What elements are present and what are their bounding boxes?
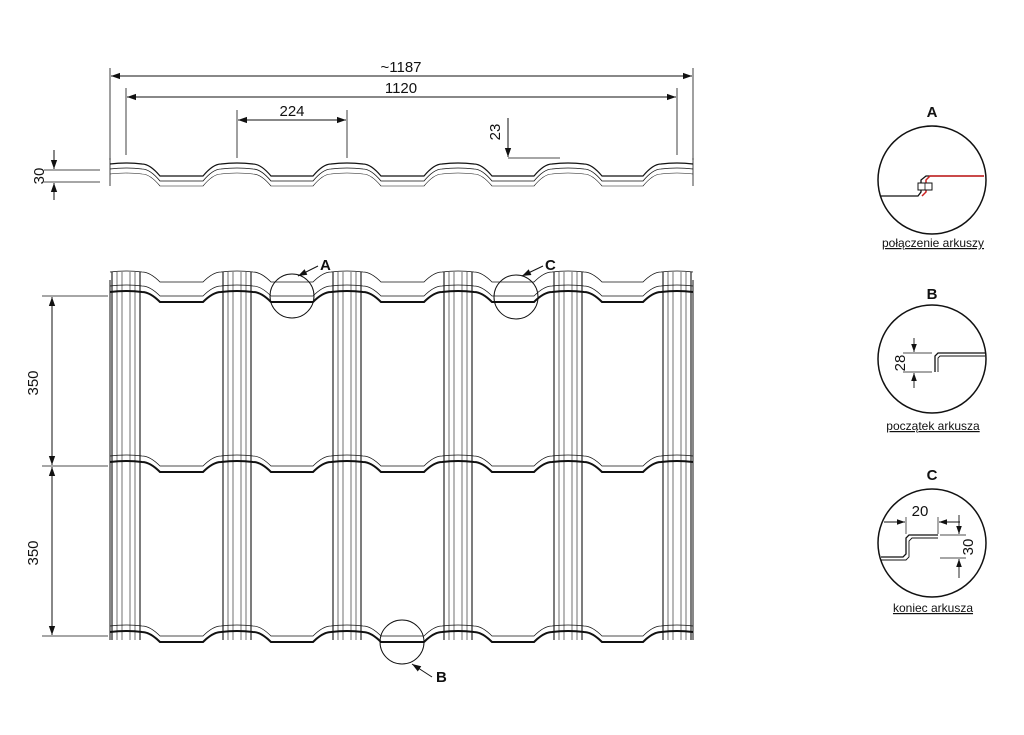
profile-view: ~1187 1120 224 23 30 [31, 59, 694, 200]
callout-c-circle [493, 274, 539, 320]
detail-c-height-dimension: 30 [960, 539, 977, 556]
tile-profile-outline [109, 158, 694, 187]
detail-c-width-dimension: 20 [912, 503, 929, 520]
profile-line-bottom [109, 172, 694, 187]
plan-step-edge-3 [109, 624, 694, 637]
detail-a-circle [877, 125, 987, 235]
plan-step-edge-1 [109, 284, 694, 297]
module-length-lower-label: 350 [25, 540, 42, 565]
detail-b: B 28 początek arkusza [877, 286, 987, 433]
detail-c-circle [877, 488, 987, 598]
callout-b-label: B [436, 669, 447, 686]
detail-b-letter: B [927, 286, 938, 303]
detail-c-caption: koniec arkusza [893, 601, 973, 615]
plan-top-edge [109, 270, 694, 283]
callout-a-label: A [320, 257, 331, 274]
step-height-label: 30 [31, 168, 48, 185]
profile-line-middle [109, 167, 694, 182]
detail-c-letter: C [927, 467, 938, 484]
plan-step-line-3 [109, 630, 694, 643]
profile-line-top [109, 162, 694, 177]
detail-a: A połączenie arkuszy [877, 104, 987, 250]
detail-a-overlap-line [921, 175, 984, 197]
detail-b-caption: początek arkusza [886, 419, 980, 433]
module-length-upper-label: 350 [25, 370, 42, 395]
callout-a-circle [269, 273, 315, 319]
tile-sheet-outline [109, 270, 694, 643]
effective-width-label: 1120 [385, 80, 417, 97]
detail-c: C 20 30 koniec arkusza [877, 467, 987, 615]
wave-depth-label: 23 [487, 124, 504, 141]
plan-step-line-2 [109, 460, 694, 473]
detail-b-dimension: 28 [892, 355, 909, 372]
overall-width-label: ~1187 [380, 59, 421, 76]
plan-step-edge-2 [109, 454, 694, 467]
detail-b-circle [877, 304, 987, 414]
plan-view: 350 350 A C B [25, 257, 694, 686]
detail-a-letter: A [927, 104, 938, 121]
callout-c-label: C [545, 257, 556, 274]
detail-a-caption: połączenie arkuszy [882, 236, 984, 250]
callout-b-circle [379, 619, 425, 665]
plan-step-line-1 [109, 290, 694, 303]
wave-pitch-label: 224 [279, 103, 304, 120]
